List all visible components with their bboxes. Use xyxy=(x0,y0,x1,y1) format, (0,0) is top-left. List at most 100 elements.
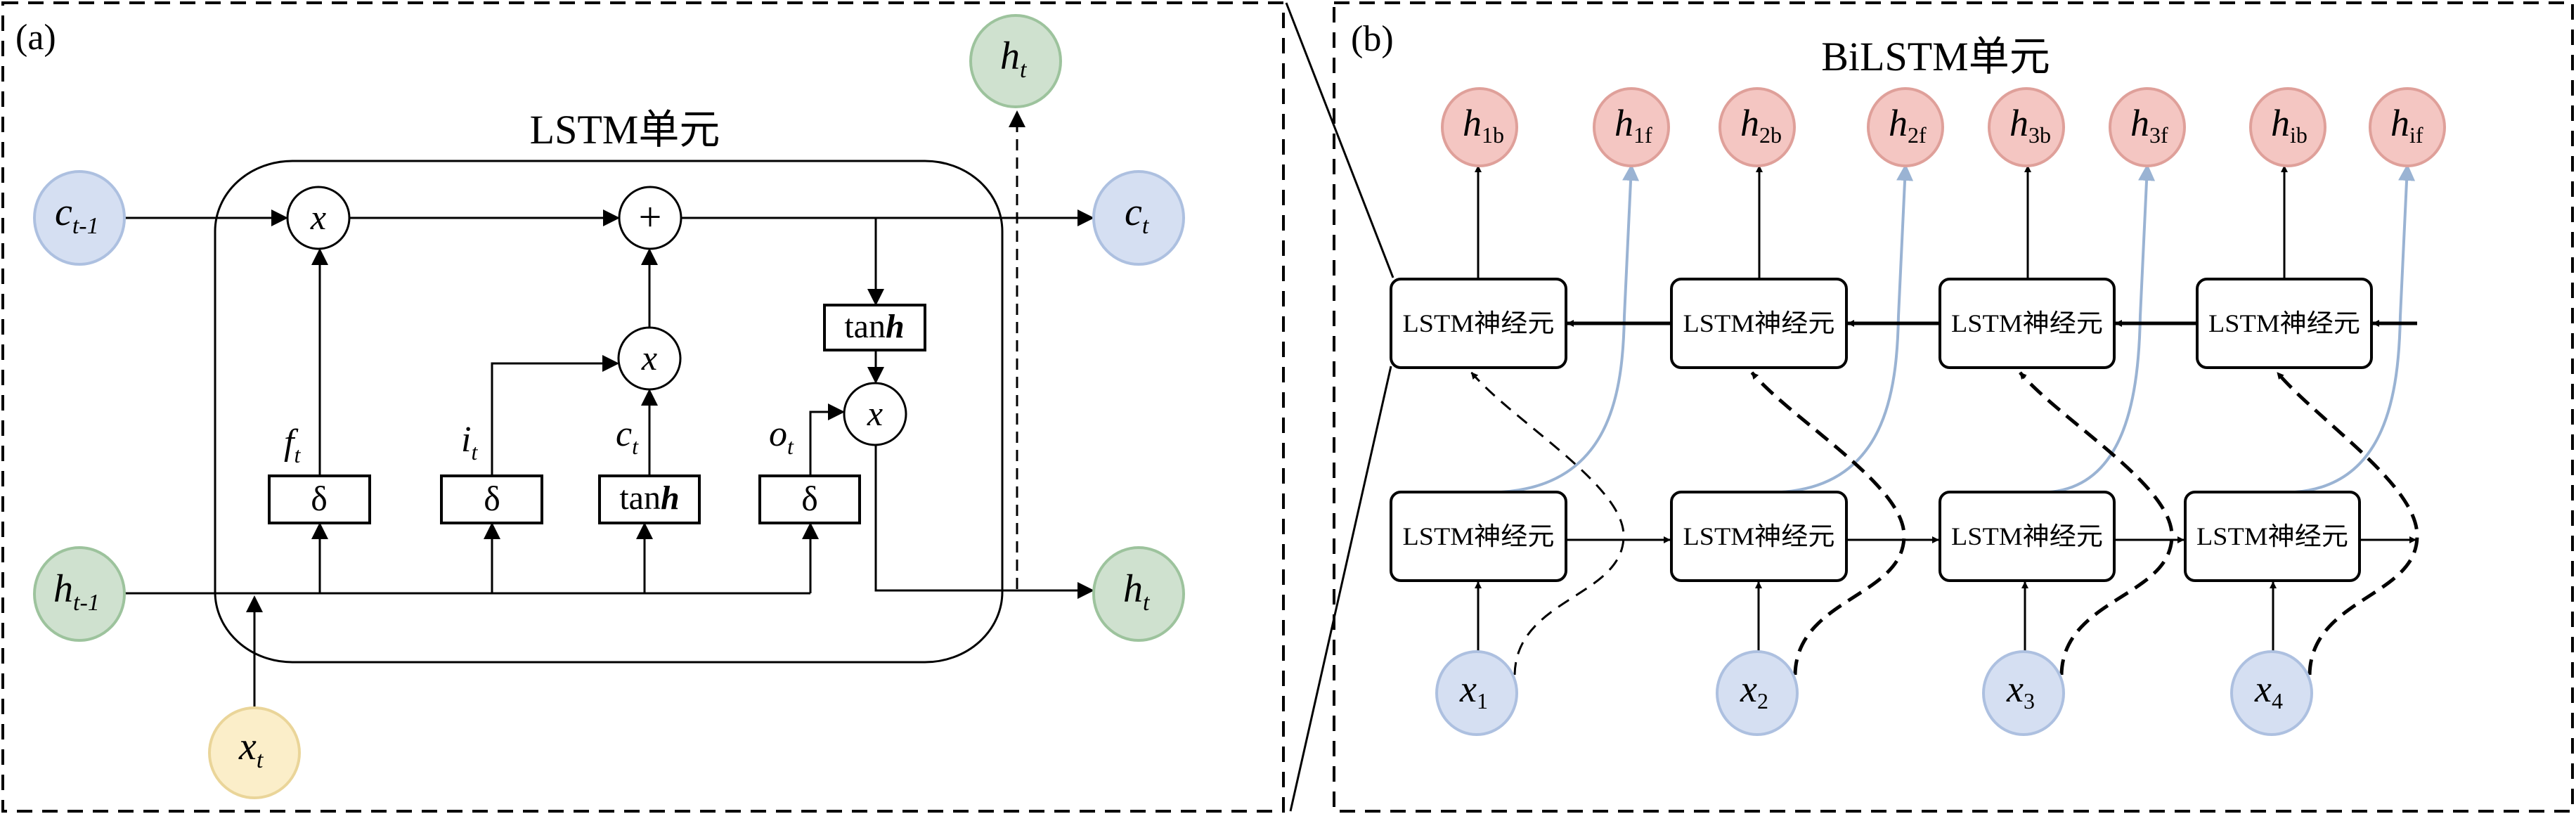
node-main: x xyxy=(238,725,257,768)
tanh-text: tan xyxy=(619,479,661,517)
sigma-symbol: δ xyxy=(484,479,500,518)
backward-input-dashed-curve xyxy=(1750,371,1906,676)
candidate-gate: tanh ct xyxy=(598,414,701,524)
node-c-out: ct xyxy=(1092,170,1185,266)
node-h-top: ht xyxy=(969,14,1062,108)
forget-gate: δ ft xyxy=(268,422,371,524)
arrow-ot xyxy=(809,403,845,476)
panel-a: (a) LSTM单元 x xyxy=(1,1,1285,813)
node-main: h xyxy=(1000,34,1020,78)
node-sub: t xyxy=(1142,213,1150,239)
panel-a-label: (a) xyxy=(15,18,56,58)
svg-text:ht-1: ht-1 xyxy=(53,567,100,616)
node-sub: if xyxy=(2409,122,2423,148)
backward-input-dashed-curve xyxy=(1470,372,1625,676)
forget-mult-op: x xyxy=(286,186,351,250)
it-sub: t xyxy=(471,439,478,465)
ot-label: o xyxy=(769,414,787,454)
output-node-hif: hif xyxy=(2369,87,2446,167)
forward-lstm-cell: LSTM神经元 xyxy=(1390,491,1567,582)
backward-lstm-cell: LSTM神经元 xyxy=(1939,278,2116,369)
svg-text:h3f: h3f xyxy=(2130,102,2168,148)
cell-label: LSTM神经元 xyxy=(1951,309,2103,337)
mult-symbol: x xyxy=(310,198,326,237)
input-node-x3: x3 xyxy=(1982,650,2065,736)
tanh-h: h xyxy=(886,308,905,345)
node-sub: 1b xyxy=(1482,122,1504,148)
node-main: x xyxy=(1459,668,1477,710)
backward-input-dashed-curve xyxy=(2276,371,2419,676)
forward-lstm-cell: LSTM神经元 xyxy=(1670,491,1848,582)
node-main: h xyxy=(1614,102,1633,144)
svg-text:ct: ct xyxy=(1125,190,1150,239)
cell-label: LSTM神经元 xyxy=(1683,309,1835,337)
node-x-in: xt xyxy=(208,706,301,799)
node-sub: 3f xyxy=(2149,122,2168,148)
node-sub: 3 xyxy=(2024,688,2035,713)
backward-lstm-cell: LSTM神经元 xyxy=(1670,278,1848,369)
svg-text:h1f: h1f xyxy=(1614,102,1652,148)
bilstm-network: LSTM神经元 LSTM神经元 LSTM神经元 LSTM神经元 LSTM神经元 LSTM神… xyxy=(1390,87,2446,736)
svg-text:tanh: tanh xyxy=(844,308,904,345)
output-node-h2f: h2f xyxy=(1867,87,1944,167)
node-sub: 2f xyxy=(1908,122,1927,148)
node-sub: 2 xyxy=(1757,688,1768,713)
input-mult-op: x xyxy=(617,326,682,391)
svg-text:x2: x2 xyxy=(1740,668,1768,713)
forward-output-curve xyxy=(1501,164,1640,493)
cell-label: LSTM神经元 xyxy=(1403,522,1555,550)
node-main: h xyxy=(1463,102,1482,144)
svg-text:it: it xyxy=(461,420,478,465)
node-main: h xyxy=(2390,102,2409,144)
zoom-connector-bottom xyxy=(1289,366,1392,812)
add-symbol: + xyxy=(639,194,662,240)
input-node-x4: x4 xyxy=(2230,650,2313,736)
node-sub: t xyxy=(1020,57,1028,83)
cell-label: LSTM神经元 xyxy=(2208,309,2360,337)
bilstm-title: BiLSTM单元 xyxy=(1821,34,2050,79)
ft-sub: t xyxy=(294,442,301,467)
node-sub: t-1 xyxy=(73,590,100,616)
svg-text:ht: ht xyxy=(1000,34,1028,83)
backward-lstm-cell: LSTM神经元 xyxy=(1390,278,1567,369)
node-c-prev: ct-1 xyxy=(33,170,126,266)
panel-b-border xyxy=(1333,1,2574,813)
forward-output-curve xyxy=(2050,164,2156,493)
svg-text:hif: hif xyxy=(2390,102,2423,148)
cell-label: LSTM神经元 xyxy=(1683,522,1835,550)
input-node-x2: x2 xyxy=(1716,650,1799,736)
forward-output-curve xyxy=(2295,164,2416,493)
svg-text:x1: x1 xyxy=(1459,668,1488,713)
lstm-cell-title: LSTM单元 xyxy=(530,107,720,153)
ct-label: c xyxy=(616,414,632,454)
ot-sub: t xyxy=(787,434,794,459)
node-sub: t xyxy=(1143,590,1151,616)
backward-lstm-cell: LSTM神经元 xyxy=(2196,278,2373,369)
it-label: i xyxy=(461,420,471,460)
add-op: + xyxy=(618,186,682,250)
output-node-h1b: h1b xyxy=(1441,87,1518,167)
node-sub: 4 xyxy=(2272,688,2283,713)
tanh-text: tan xyxy=(844,308,886,345)
svg-text:ft: ft xyxy=(284,422,301,467)
node-sub: t xyxy=(257,747,264,773)
forward-lstm-cell: LSTM神经元 xyxy=(1939,491,2116,582)
node-main: h xyxy=(2271,102,2290,144)
node-sub: t-1 xyxy=(72,213,99,239)
svg-text:h1b: h1b xyxy=(1463,102,1504,148)
output-node-h3f: h3f xyxy=(2109,87,2186,167)
svg-text:h2f: h2f xyxy=(1889,102,1927,148)
cell-label: LSTM神经元 xyxy=(1403,309,1555,337)
node-main: h xyxy=(2009,102,2028,144)
svg-text:ct: ct xyxy=(616,414,639,459)
sigma-symbol: δ xyxy=(801,479,818,518)
zoom-connector-top xyxy=(1285,2,1394,278)
arrow-to-ht xyxy=(874,445,1094,599)
svg-text:hib: hib xyxy=(2271,102,2308,148)
forward-lstm-cell: LSTM神经元 xyxy=(2184,491,2361,582)
output-node-hib: hib xyxy=(2249,87,2326,167)
cell-tanh-box: tanh xyxy=(823,304,926,351)
output-node-h2b: h2b xyxy=(1719,87,1796,167)
svg-text:ct-1: ct-1 xyxy=(55,190,99,239)
